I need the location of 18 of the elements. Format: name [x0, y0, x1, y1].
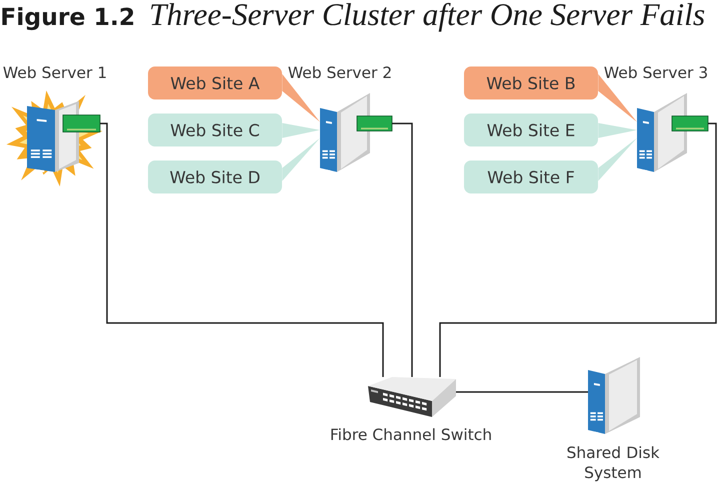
text-label: Fibre Channel Switch [331, 428, 491, 440]
cable-line [100, 122, 384, 377]
title: Figure 1.2 Three-Server Cluster after One Server Fails [2, 2, 704, 32]
callout-tail [598, 74, 637, 122]
text-label: Web Server 1 [3, 66, 106, 78]
text-label: Web Server 2 [288, 66, 391, 78]
callout-tail [282, 123, 320, 138]
callout-bubble: Web Site C [148, 114, 282, 146]
callout-tail [598, 123, 637, 138]
callout-tail [282, 138, 320, 181]
text-label: Web Server 3 [604, 66, 707, 78]
callout-tail [282, 74, 320, 122]
cable-line [439, 122, 717, 377]
callout-tail [598, 138, 637, 181]
callout-bubble: Web Site E [464, 114, 598, 146]
text-label: Shared Disk System [568, 446, 660, 482]
cable-line [456, 391, 588, 393]
cable-line [392, 122, 413, 377]
